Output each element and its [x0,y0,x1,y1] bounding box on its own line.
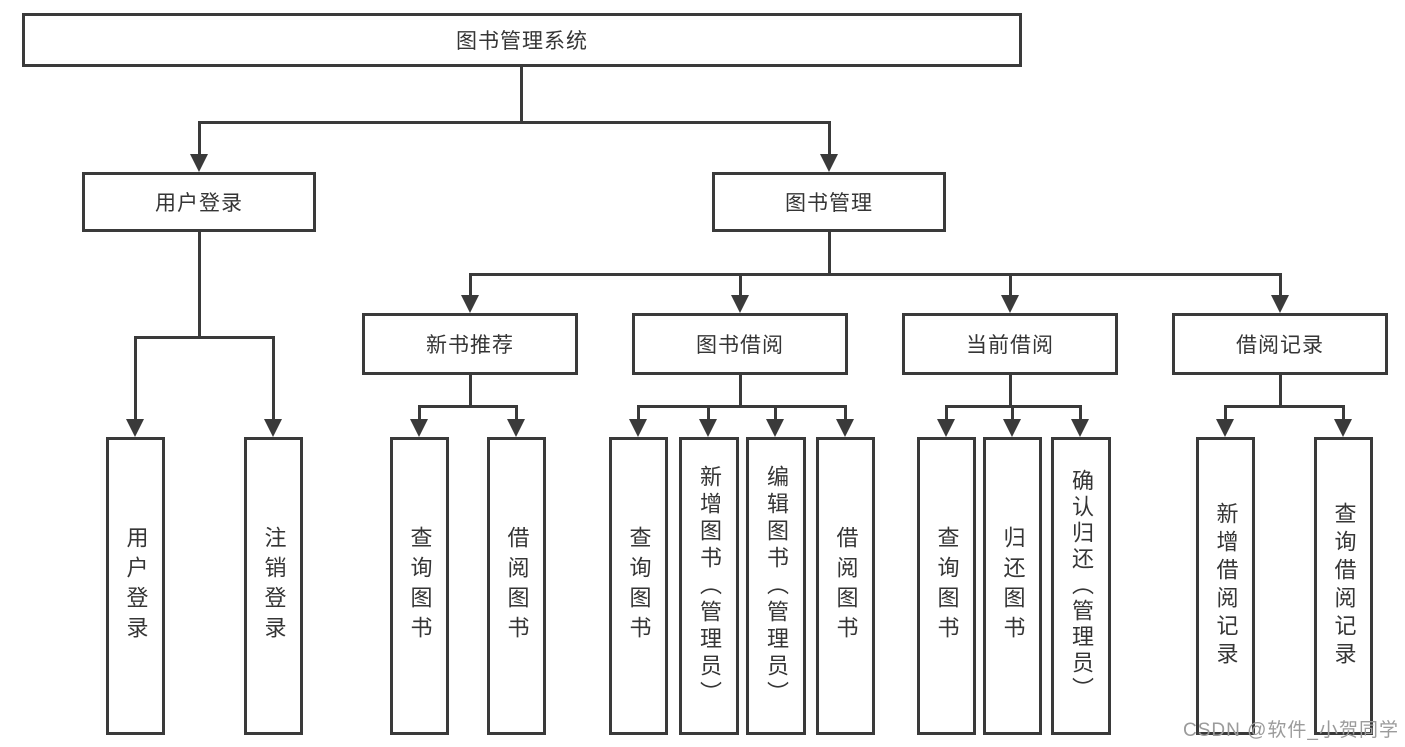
leaf-recommend-query-books: 查询图书 [390,437,449,735]
arrowhead-down-icon [461,295,479,313]
arrowhead-down-icon [1001,295,1019,313]
connector-line [418,405,518,408]
leaf-borrowing-edit-books-admin: 编辑图书（管理员） [746,437,806,735]
arrowhead-down-icon [507,419,525,437]
connector-line [1011,405,1014,419]
arrowhead-down-icon [1003,419,1021,437]
connector-line [198,232,201,336]
node-book-management-system: 图书管理系统 [22,13,1022,67]
arrowhead-down-icon [410,419,428,437]
leaf-borrowing-query-books: 查询图书 [609,437,668,735]
leaf-current-confirm-return-admin: 确认归还（管理员） [1051,437,1111,735]
connector-line [272,336,275,419]
csdn-watermark: CSDN @软件_小贺同学 [1183,720,1399,741]
leaf-label: 查询图书 [934,526,960,646]
leaf-label: 编辑图书（管理员） [764,464,789,708]
arrowhead-down-icon [629,419,647,437]
connector-line [739,375,742,405]
node-label: 用户登录 [155,192,243,215]
connector-line [469,273,472,295]
node-book-management: 图书管理 [712,172,946,232]
node-label: 新书推荐 [426,334,514,357]
node-current-borrowing: 当前借阅 [902,313,1118,375]
leaf-records-query-borrow-record: 查询借阅记录 [1314,437,1373,735]
connector-line [1224,405,1345,408]
leaf-records-add-borrow-record: 新增借阅记录 [1196,437,1255,735]
arrowhead-down-icon [937,419,955,437]
leaf-label: 新增借阅记录 [1213,502,1239,670]
arrowhead-down-icon [1334,419,1352,437]
connector-line [134,336,274,339]
leaf-logout: 注销登录 [244,437,303,735]
connector-line [1009,375,1012,405]
leaf-user-login: 用户登录 [106,437,165,735]
leaf-label: 借阅图书 [504,526,530,646]
leaf-label: 注销登录 [261,526,287,646]
connector-line [198,121,831,124]
connector-line [637,405,640,419]
node-book-borrowing: 图书借阅 [632,313,848,375]
arrowhead-down-icon [1071,419,1089,437]
arrowhead-down-icon [820,154,838,172]
connector-line [469,375,472,405]
node-new-book-recommend: 新书推荐 [362,313,578,375]
node-label: 借阅记录 [1236,334,1324,357]
arrowhead-down-icon [190,154,208,172]
leaf-current-return-books: 归还图书 [983,437,1042,735]
node-borrowing-records: 借阅记录 [1172,313,1388,375]
arrowhead-down-icon [1271,295,1289,313]
arrowhead-down-icon [1216,419,1234,437]
connector-line [774,405,777,419]
connector-line [520,67,523,121]
leaf-label: 查询借阅记录 [1331,502,1357,670]
arrowhead-down-icon [766,419,784,437]
leaf-recommend-borrow-books: 借阅图书 [487,437,546,735]
leaf-current-query-books: 查询图书 [917,437,976,735]
leaf-label: 确认归还（管理员） [1069,469,1094,703]
node-label: 图书管理系统 [456,30,588,53]
connector-line [418,405,421,419]
node-label: 图书管理 [785,192,873,215]
connector-line [945,405,948,419]
connector-line [1342,405,1345,419]
connector-line [828,232,831,273]
leaf-label: 查询图书 [626,526,652,646]
node-label: 当前借阅 [966,334,1054,357]
leaf-borrowing-add-books-admin: 新增图书（管理员） [679,437,739,735]
arrowhead-down-icon [836,419,854,437]
arrowhead-down-icon [126,419,144,437]
connector-line [515,405,518,419]
connector-line [739,273,742,295]
leaf-label: 借阅图书 [833,526,859,646]
connector-line [707,405,710,419]
connector-line [134,336,137,419]
leaf-label: 新增图书（管理员） [697,464,722,708]
leaf-label: 用户登录 [123,526,149,646]
connector-line [1224,405,1227,419]
arrowhead-down-icon [699,419,717,437]
node-label: 图书借阅 [696,334,784,357]
arrowhead-down-icon [731,295,749,313]
connector-line [828,121,831,156]
connector-line [469,273,1282,276]
node-user-login: 用户登录 [82,172,316,232]
connector-line [637,405,847,408]
leaf-borrowing-borrow-books: 借阅图书 [816,437,875,735]
connector-line [1009,273,1012,295]
arrowhead-down-icon [264,419,282,437]
leaf-label: 查询图书 [407,526,433,646]
connector-line [844,405,847,419]
connector-line [198,121,201,156]
connector-line [1079,405,1082,419]
connector-line [1279,375,1282,405]
connector-line [1279,273,1282,295]
leaf-label: 归还图书 [1000,526,1026,646]
